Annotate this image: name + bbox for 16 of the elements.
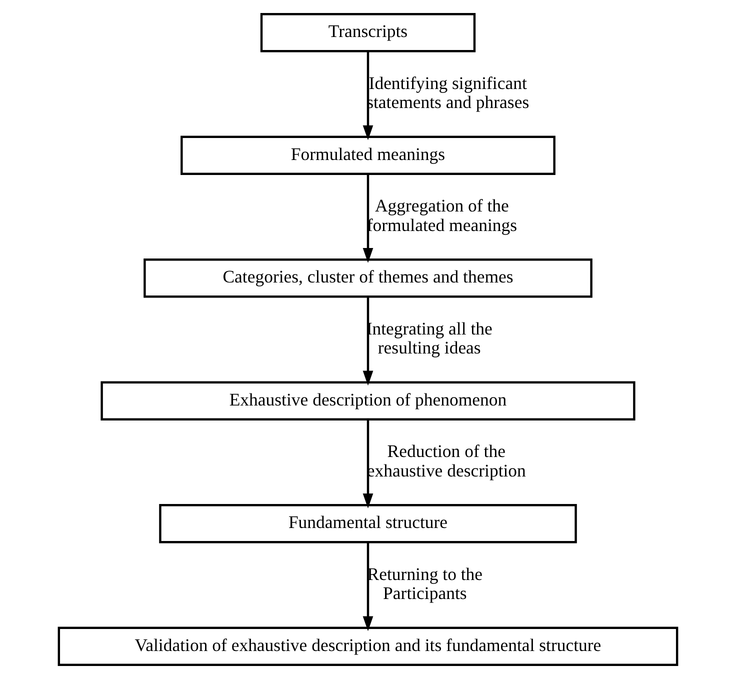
node-box: Formulated meanings [180,136,556,175]
edge-label: Returning to the Participants [367,564,483,604]
arrow [362,51,374,140]
arrow [362,296,374,386]
edge-label: Integrating all the resulting ideas [366,318,492,358]
arrow [362,420,374,508]
node-box: Exhaustive description of phenomenon [100,381,636,420]
edge-label: Reduction of the exhaustive description [366,441,526,480]
arrow [362,174,374,263]
edge-label: Identifying significant statements and phrases [366,72,530,112]
node-box: Validation of exhaustive description and its fundamental structure [58,626,678,666]
edge-label: Aggregation of the formulated meanings [366,196,518,235]
node-box: Transcripts [260,13,476,52]
arrow [362,542,374,632]
node-box: Categories, cluster of themes and themes [144,258,592,298]
node-box: Fundamental structure [159,504,577,544]
